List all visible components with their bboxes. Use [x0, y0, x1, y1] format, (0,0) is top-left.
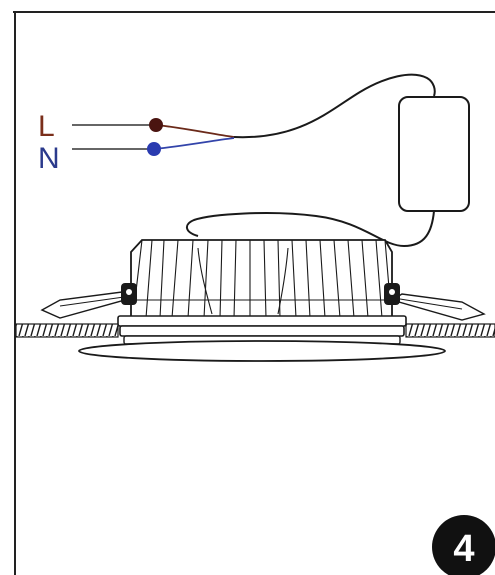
- ceiling-left: [15, 323, 119, 338]
- neutral-terminal-icon: [147, 142, 161, 156]
- driver-output-cable: [186, 210, 435, 248]
- led-driver-box: [398, 96, 470, 212]
- left-spring-clip: [40, 283, 137, 319]
- neutral-wire: [72, 137, 235, 150]
- ceiling-right: [405, 323, 495, 338]
- mains-cable: [233, 73, 436, 139]
- live-wire: [72, 124, 235, 138]
- neutral-wire-label: N: [38, 142, 60, 175]
- downlight-fixture: [78, 239, 446, 362]
- live-terminal-icon: [149, 118, 163, 132]
- step-number: 4: [453, 528, 474, 570]
- live-wire-label: L: [38, 110, 55, 143]
- right-spring-clip: [384, 283, 486, 321]
- step-number-badge-icon: [432, 515, 495, 575]
- diagram-frame: [13, 11, 495, 575]
